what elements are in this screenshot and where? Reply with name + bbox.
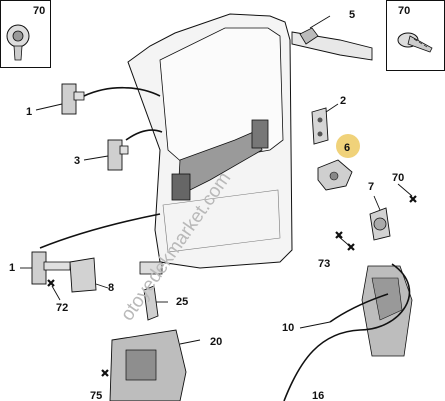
striker-part <box>311 107 329 145</box>
callout-1-upper: 1 <box>26 106 32 118</box>
torx-screw-icon <box>6 24 30 61</box>
callout-7: 7 <box>368 181 374 193</box>
callout-73: 73 <box>318 258 330 270</box>
cable-part-10 <box>283 263 411 401</box>
inset-bolt-70 <box>386 0 445 71</box>
inner-lock-mechanism <box>171 119 269 201</box>
callout-70-left: 70 <box>33 5 45 17</box>
callout-72: 72 <box>56 302 68 314</box>
inset-screw-70 <box>0 0 51 68</box>
callout-70-lower: 70 <box>392 172 404 184</box>
callout-16: 16 <box>312 390 324 401</box>
door-handle <box>139 261 163 321</box>
lower-hinge <box>31 251 71 285</box>
callout-3: 3 <box>74 155 80 167</box>
roller-part <box>369 207 391 241</box>
hinge-upper <box>61 83 85 115</box>
callout-10: 10 <box>282 322 294 334</box>
leader-lines <box>20 15 413 345</box>
cable-runs <box>39 86 163 249</box>
callout-2: 2 <box>340 95 346 107</box>
highlight-disk <box>336 134 360 158</box>
callout-75: 75 <box>90 390 102 401</box>
latch-part-highlighted <box>317 159 353 191</box>
rear-lock-block <box>109 329 187 401</box>
hinge-middle <box>107 139 129 171</box>
actuator-assembly <box>361 265 413 357</box>
callout-6: 6 <box>344 142 350 154</box>
callout-8: 8 <box>108 282 114 294</box>
callout-20: 20 <box>210 336 222 348</box>
lower-hinge-bracket <box>69 257 97 293</box>
upper-guide-rail <box>291 27 373 61</box>
callout-1-lower: 1 <box>9 262 15 274</box>
callout-25: 25 <box>176 296 188 308</box>
flange-bolt-icon <box>397 32 433 53</box>
callout-70-right: 70 <box>398 5 410 17</box>
callout-5: 5 <box>349 9 355 21</box>
